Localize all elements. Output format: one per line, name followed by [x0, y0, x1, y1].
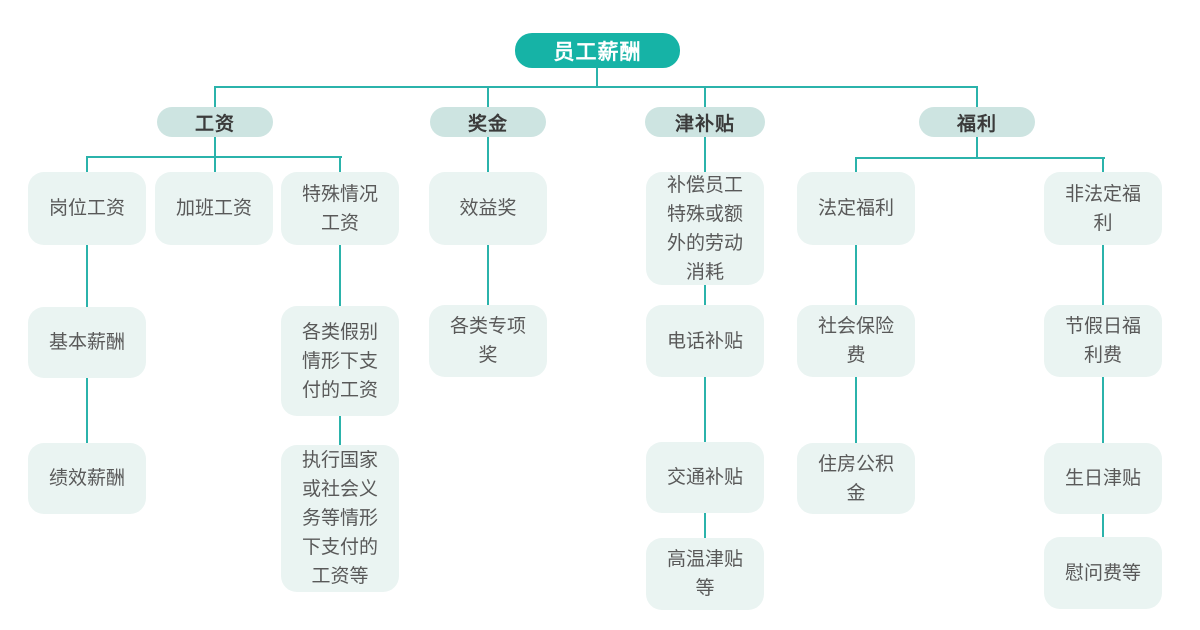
- connector-salary-bus: [86, 156, 342, 158]
- connector-salary-down: [214, 137, 216, 172]
- connector-drop-allowance: [704, 87, 706, 107]
- connector-drop-welfare: [976, 87, 978, 107]
- node-benefit-bonus: 效益奖: [429, 172, 547, 245]
- connector-chain: [339, 416, 341, 445]
- connector-welfare-right-drop: [1102, 157, 1104, 172]
- node-special-situation-salary: 特殊情况工资: [281, 172, 399, 245]
- node-overtime-salary: 加班工资: [155, 172, 273, 245]
- connector-welfare-down: [976, 137, 978, 158]
- node-labor-consumption-compensation: 补偿员工特殊或额外的劳动消耗: [646, 172, 764, 285]
- node-non-statutory-welfare: 非法定福利: [1044, 172, 1162, 245]
- node-employee-compensation: 员工薪酬: [515, 33, 680, 68]
- connector-chain: [704, 285, 706, 305]
- node-basic-pay: 基本薪酬: [28, 307, 146, 378]
- connector-chain: [1102, 377, 1104, 443]
- node-condolence-fee: 慰问费等: [1044, 537, 1162, 609]
- node-phone-allowance: 电话补贴: [646, 305, 764, 377]
- connector-chain: [704, 377, 706, 442]
- connector-bonus-down: [487, 137, 489, 172]
- node-allowance: 津补贴: [645, 107, 765, 137]
- node-performance-pay: 绩效薪酬: [28, 443, 146, 514]
- node-special-bonus: 各类专项奖: [429, 305, 547, 377]
- connector-main-bus: [214, 86, 978, 88]
- connector-salary-left-drop: [86, 157, 88, 172]
- node-leave-salary: 各类假别情形下支付的工资: [281, 306, 399, 416]
- connector-chain: [855, 245, 857, 305]
- node-bonus: 奖金: [430, 107, 546, 137]
- connector-welfare-bus: [855, 157, 1105, 159]
- node-statutory-welfare: 法定福利: [797, 172, 915, 245]
- connector-chain: [704, 513, 706, 538]
- node-transport-allowance: 交通补贴: [646, 442, 764, 513]
- connector-salary-right-drop: [339, 157, 341, 172]
- node-housing-fund: 住房公积金: [797, 443, 915, 514]
- node-salary: 工资: [157, 107, 273, 137]
- connector-chain: [339, 245, 341, 306]
- node-holiday-welfare-fee: 节假日福利费: [1044, 305, 1162, 377]
- node-social-insurance-fee: 社会保险费: [797, 305, 915, 377]
- node-civic-duty-salary: 执行国家或社会义务等情形下支付的工资等: [281, 445, 399, 592]
- connector-chain: [86, 378, 88, 443]
- connector-drop-salary: [214, 87, 216, 107]
- connector-chain: [86, 245, 88, 307]
- connector-chain: [487, 245, 489, 305]
- node-heat-allowance: 高温津贴等: [646, 538, 764, 610]
- connector-allowance-down: [704, 137, 706, 172]
- node-welfare: 福利: [919, 107, 1035, 137]
- connector-welfare-left-drop: [855, 157, 857, 172]
- node-birthday-allowance: 生日津贴: [1044, 443, 1162, 514]
- connector-root-drop: [596, 68, 598, 87]
- connector-chain: [1102, 514, 1104, 537]
- connector-chain: [1102, 245, 1104, 305]
- connector-drop-bonus: [487, 87, 489, 107]
- connector-chain: [855, 377, 857, 443]
- node-position-salary: 岗位工资: [28, 172, 146, 245]
